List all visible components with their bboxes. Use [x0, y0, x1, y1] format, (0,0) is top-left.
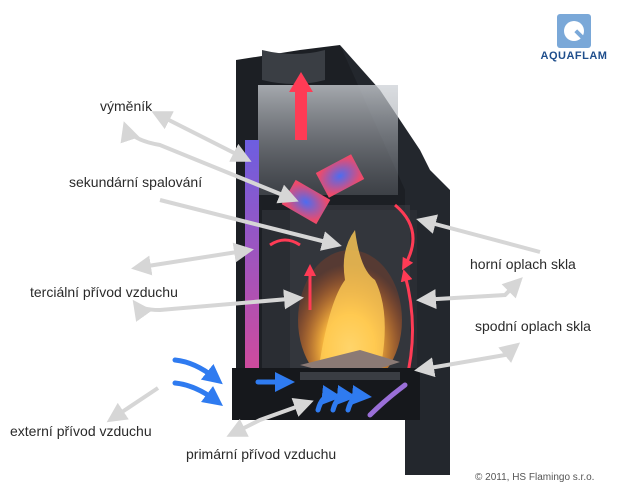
label-spodni-oplach-skla: spodní oplach skla — [475, 318, 591, 334]
label-vymenik: výměník — [100, 98, 153, 114]
cold-air-flows — [172, 357, 408, 418]
aquaflam-q-logo-icon — [557, 14, 591, 48]
label-primarni-privod-vzduchu: primární přívod vzduchu — [186, 446, 337, 462]
brand-name: AQUAFLAM — [540, 50, 608, 62]
copyright-notice: © 2011, HS Flamingo s.r.o. — [475, 472, 595, 483]
label-sekundarni-spalovani: sekundární spalování — [69, 174, 203, 190]
label-tercialni-privod-vzduchu: terciální přívod vzduchu — [30, 284, 178, 300]
callout-arrows — [106, 111, 541, 437]
label-horni-oplach-skla: horní oplach skla — [470, 256, 576, 272]
label-externi-privod-vzduchu: externí přívod vzduchu — [10, 423, 152, 439]
heat-exchanger — [245, 140, 259, 380]
fire — [298, 230, 402, 390]
aquaflam-logo: AQUAFLAM — [536, 14, 612, 62]
